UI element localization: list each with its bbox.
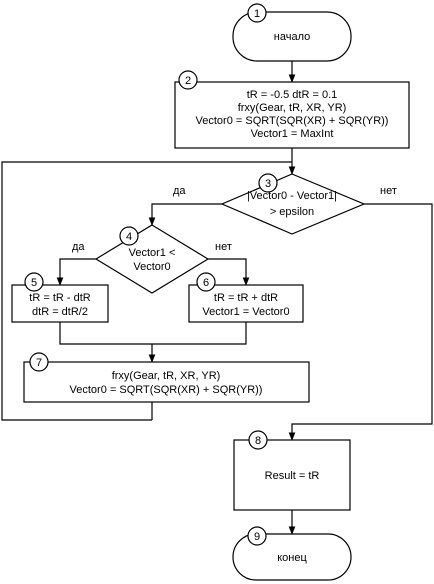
- node-number-circle-3: [258, 173, 278, 193]
- terminator-end: [232, 533, 352, 581]
- edge-label-d3-yes: да: [173, 185, 186, 197]
- epsilon-line-2: > epsilon: [270, 206, 314, 218]
- compare-line-2: Vector0: [133, 261, 170, 273]
- increase-line-2: Vector1 = Vector0: [202, 306, 289, 318]
- node-number-circle-2: [178, 70, 198, 90]
- decision-compare: [94, 224, 210, 294]
- edge-4-6-no: [208, 258, 250, 286]
- init-line-4: Vector1 = MaxInt: [251, 128, 334, 140]
- node-number-circle-8: [248, 430, 268, 450]
- increase-line-1: tR = tR + dtR: [214, 292, 278, 304]
- node-number-circle-6: [196, 272, 216, 292]
- node-number-4: 4: [126, 231, 132, 243]
- node-number-2: 2: [185, 75, 191, 87]
- node-number-6: 6: [203, 277, 209, 289]
- init-line-2: frxy(Gear, tR, XR, YR): [238, 102, 347, 114]
- edge-label-d4-no: нет: [215, 241, 232, 253]
- decrease-line-2: dtR = dtR/2: [32, 306, 88, 318]
- node-number-circle-1: [247, 3, 267, 23]
- init-line-1: tR = -0.5 dtR = 0.1: [247, 89, 338, 101]
- edge-3-4-yes: [148, 203, 222, 226]
- node-number-8: 8: [255, 435, 261, 447]
- node-number-circle-7: [29, 352, 49, 372]
- edge-loop-back: [1, 161, 292, 421]
- init-line-3: Vector0 = SQRT(SQR(XR) + SQR(YR)): [196, 115, 389, 127]
- node-number-5: 5: [31, 277, 37, 289]
- decrease-line-1: tR = tR - dtR: [29, 292, 90, 304]
- process-init: [174, 81, 410, 149]
- epsilon-line-1: |Vector0 - Vector1|: [247, 190, 337, 202]
- node-number-3: 3: [265, 178, 271, 190]
- node-number-9: 9: [254, 531, 260, 543]
- process-recalc: [23, 361, 310, 403]
- edge-label-d3-no: нет: [380, 185, 397, 197]
- edge-4-5-yes: [56, 258, 96, 286]
- node-number-7: 7: [36, 357, 42, 369]
- process-result: [233, 439, 351, 511]
- edge-label-d4-yes: да: [72, 241, 85, 253]
- node-number-circle-9: [247, 526, 267, 546]
- node-number-circle-5: [24, 272, 44, 292]
- compare-line-1: Vector1 <: [129, 247, 176, 259]
- result-label: Result = tR: [265, 470, 320, 482]
- end-label: конец: [277, 552, 307, 564]
- node-number-circle-4: [119, 226, 139, 246]
- recalc-line-2: Vector0 = SQRT(SQR(XR) + SQR(YR)): [70, 384, 263, 396]
- decision-epsilon: [220, 173, 366, 235]
- node-number-1: 1: [254, 8, 260, 20]
- terminator-start: [232, 11, 352, 62]
- process-decrease: [11, 284, 109, 323]
- start-label: начало: [274, 31, 310, 43]
- edge-5-merge: [59, 322, 247, 345]
- recalc-line-1: frxy(Gear, tR, XR, YR): [112, 370, 221, 382]
- edge-3-8-no: [288, 203, 433, 441]
